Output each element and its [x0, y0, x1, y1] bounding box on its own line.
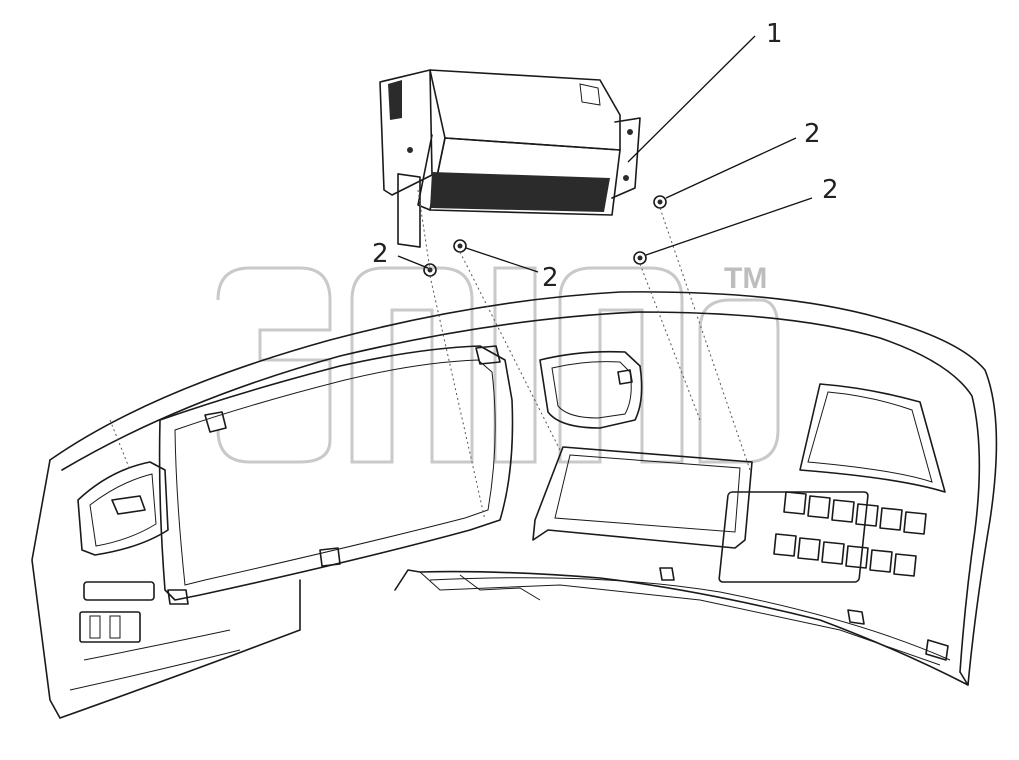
dashboard-panel [31, 291, 998, 719]
leader-lines [397, 35, 813, 273]
right-display-frame [799, 383, 946, 493]
screw-right-lower [633, 251, 647, 265]
screw-right-upper [653, 195, 667, 209]
watermark-logo [216, 266, 780, 464]
callout-screw-left-inner: 2 [542, 263, 559, 293]
right-switch-block [718, 491, 869, 583]
callout-screw-right-lower: 2 [822, 175, 839, 205]
radio-bay [532, 446, 753, 549]
right-switch-grid [773, 491, 927, 577]
radio-unit [379, 69, 641, 248]
callout-screw-right-upper: 2 [804, 119, 821, 149]
assembly-lines [109, 189, 751, 521]
left-switch-bar [83, 581, 155, 601]
callout-radio-unit: 1 [766, 19, 783, 49]
screw-left-inner [453, 239, 467, 253]
watermark-trademark: TM [724, 262, 767, 295]
callout-screw-left-outer: 2 [372, 239, 389, 269]
